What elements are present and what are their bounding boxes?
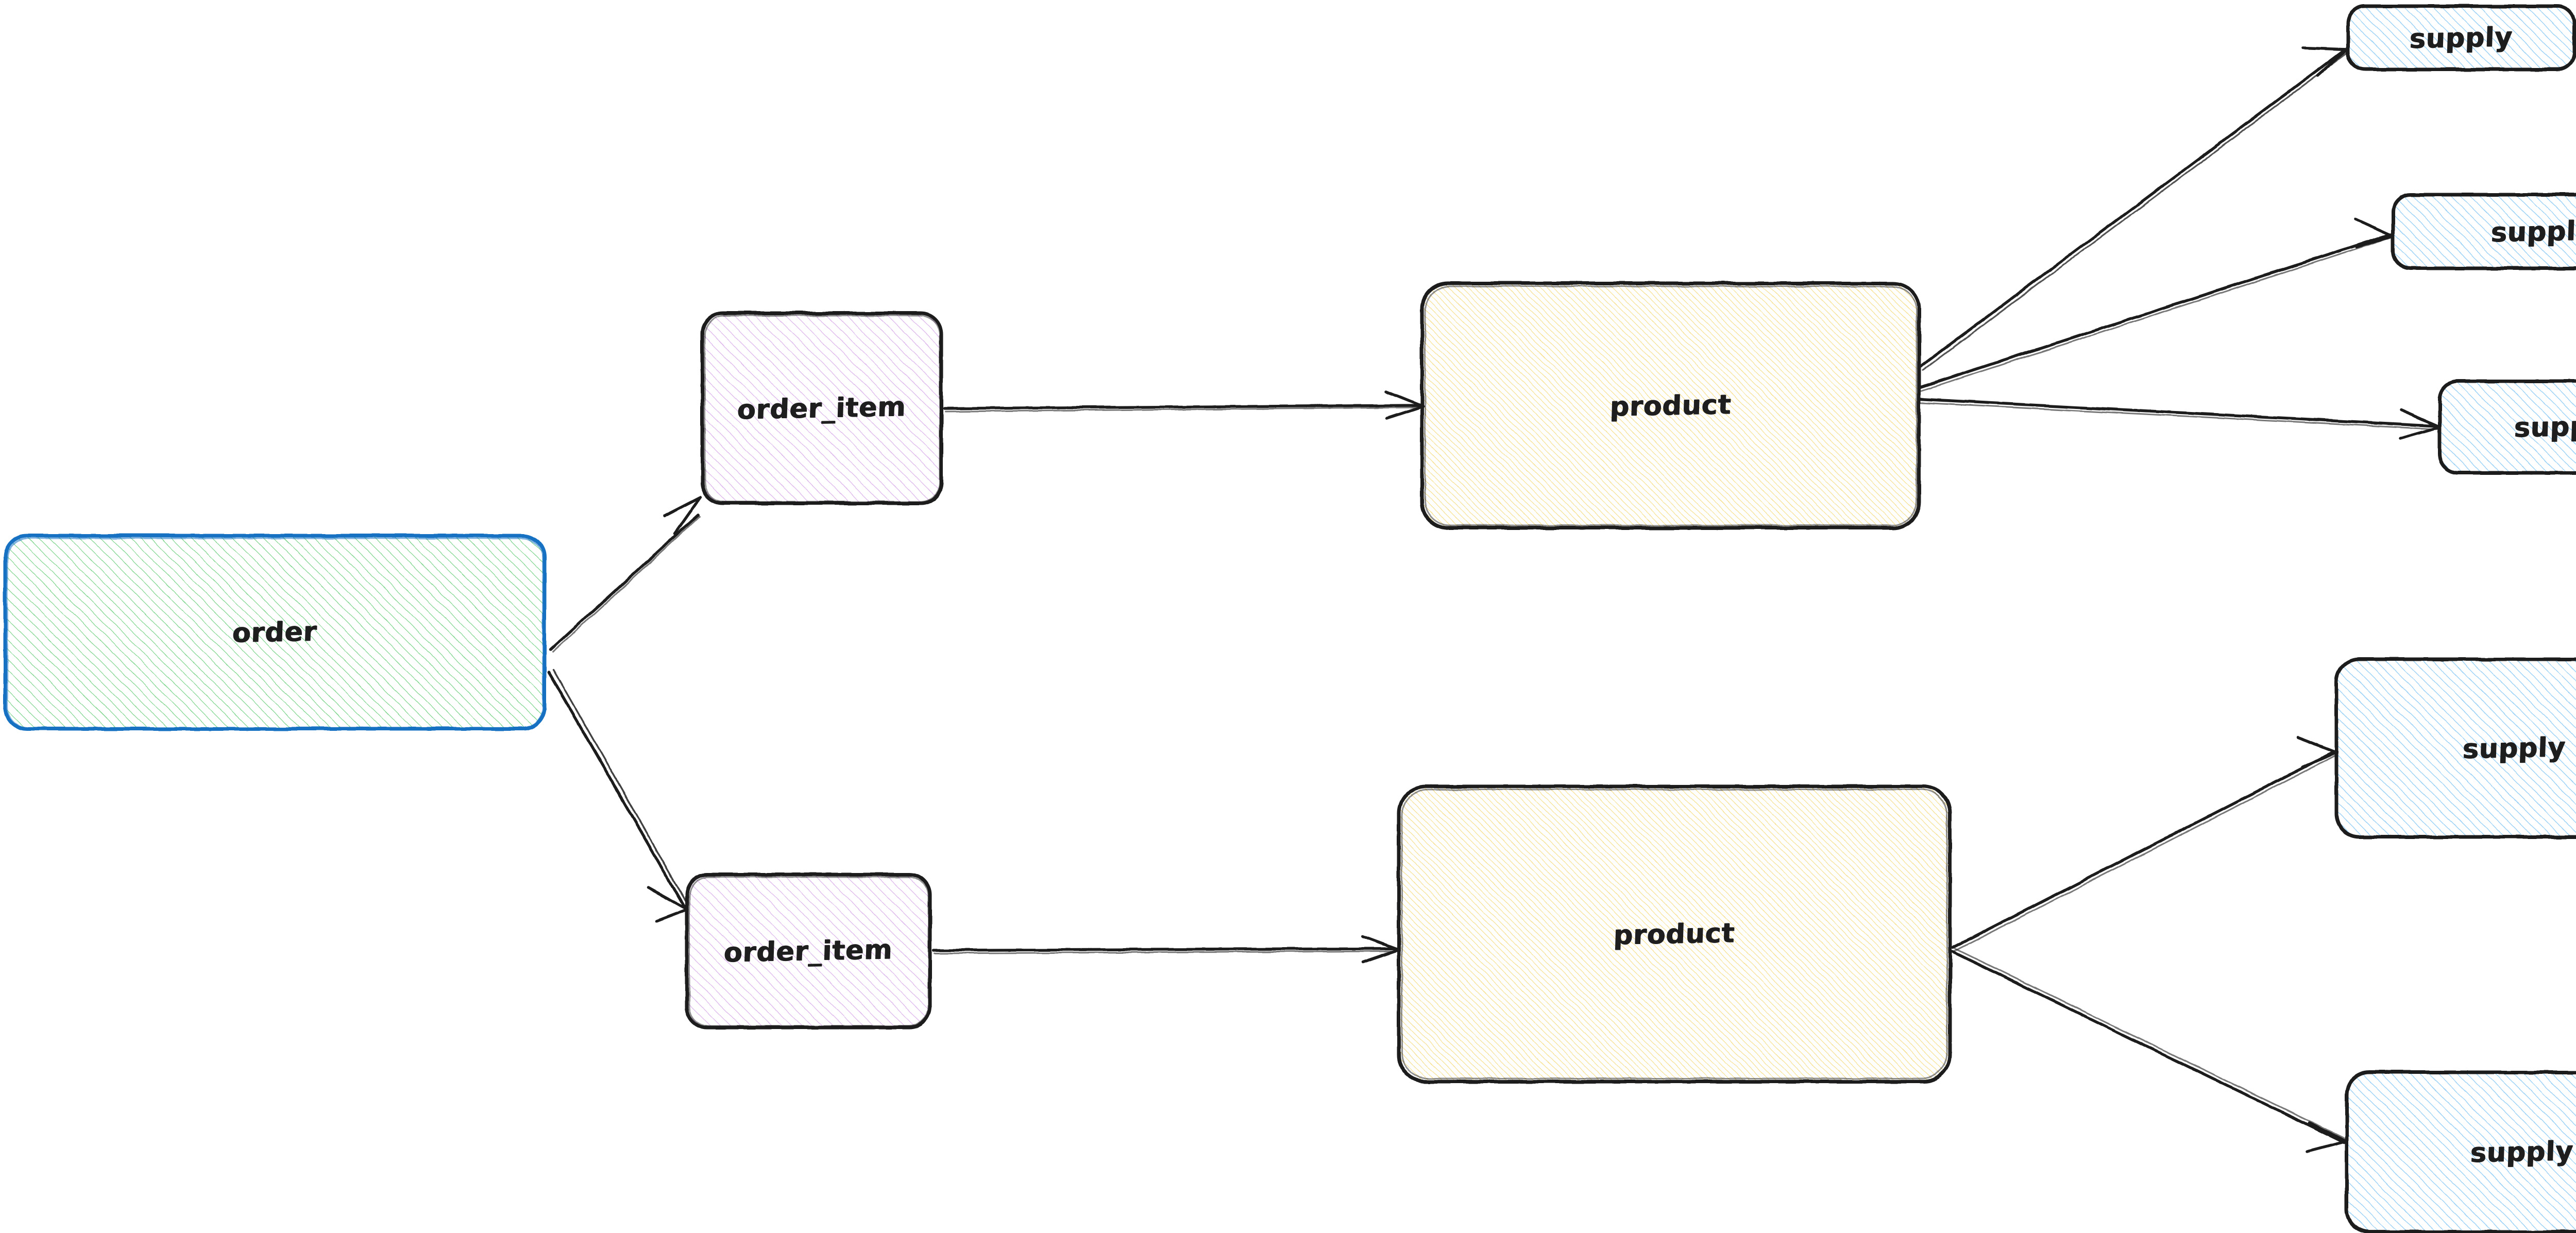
edge-order-to-order-item-2[interactable] — [547, 669, 689, 923]
node-supply-2[interactable]: supply — [2393, 195, 2576, 268]
node-label-order-item-2: order_item — [723, 934, 893, 968]
edge-product-2-to-supply-4[interactable] — [1951, 736, 2338, 952]
node-supply-5[interactable]: supply — [2347, 1072, 2576, 1232]
node-product-2[interactable]: product — [1399, 786, 1950, 1082]
edge-product-1-to-supply-2[interactable] — [1919, 217, 2395, 392]
node-label-order: order — [232, 615, 318, 649]
node-supply-4[interactable]: supply — [2336, 659, 2576, 837]
node-supply-3[interactable]: supply — [2439, 381, 2576, 473]
node-label-supply-2: supply — [2490, 215, 2576, 248]
node-label-supply-3: supply — [2513, 410, 2576, 443]
node-supply-1[interactable]: supply — [2348, 6, 2574, 70]
node-label-supply-5: supply — [2469, 1136, 2574, 1169]
node-order-item-1[interactable]: order_item — [702, 313, 941, 503]
node-label-product-1: product — [1609, 389, 1732, 422]
node-label-supply-4: supply — [2462, 731, 2567, 765]
edge-product-1-to-supply-1[interactable] — [1919, 46, 2349, 371]
node-label-product-2: product — [1613, 917, 1736, 951]
edge-product-1-to-supply-3[interactable] — [1919, 398, 2441, 440]
node-order-item-2[interactable]: order_item — [687, 875, 930, 1028]
node-label-supply-1: supply — [2409, 21, 2514, 55]
node-product-1[interactable]: product — [1422, 283, 1919, 528]
node-order[interactable]: order — [5, 536, 545, 729]
edge-order-item-2-to-product-2[interactable] — [932, 935, 1400, 964]
node-label-order-item-1: order_item — [737, 391, 907, 425]
edge-order-to-order-item-1[interactable] — [549, 495, 702, 653]
edge-order-item-1-to-product-1[interactable] — [943, 390, 1425, 420]
edge-product-2-to-supply-5[interactable] — [1951, 947, 2348, 1153]
